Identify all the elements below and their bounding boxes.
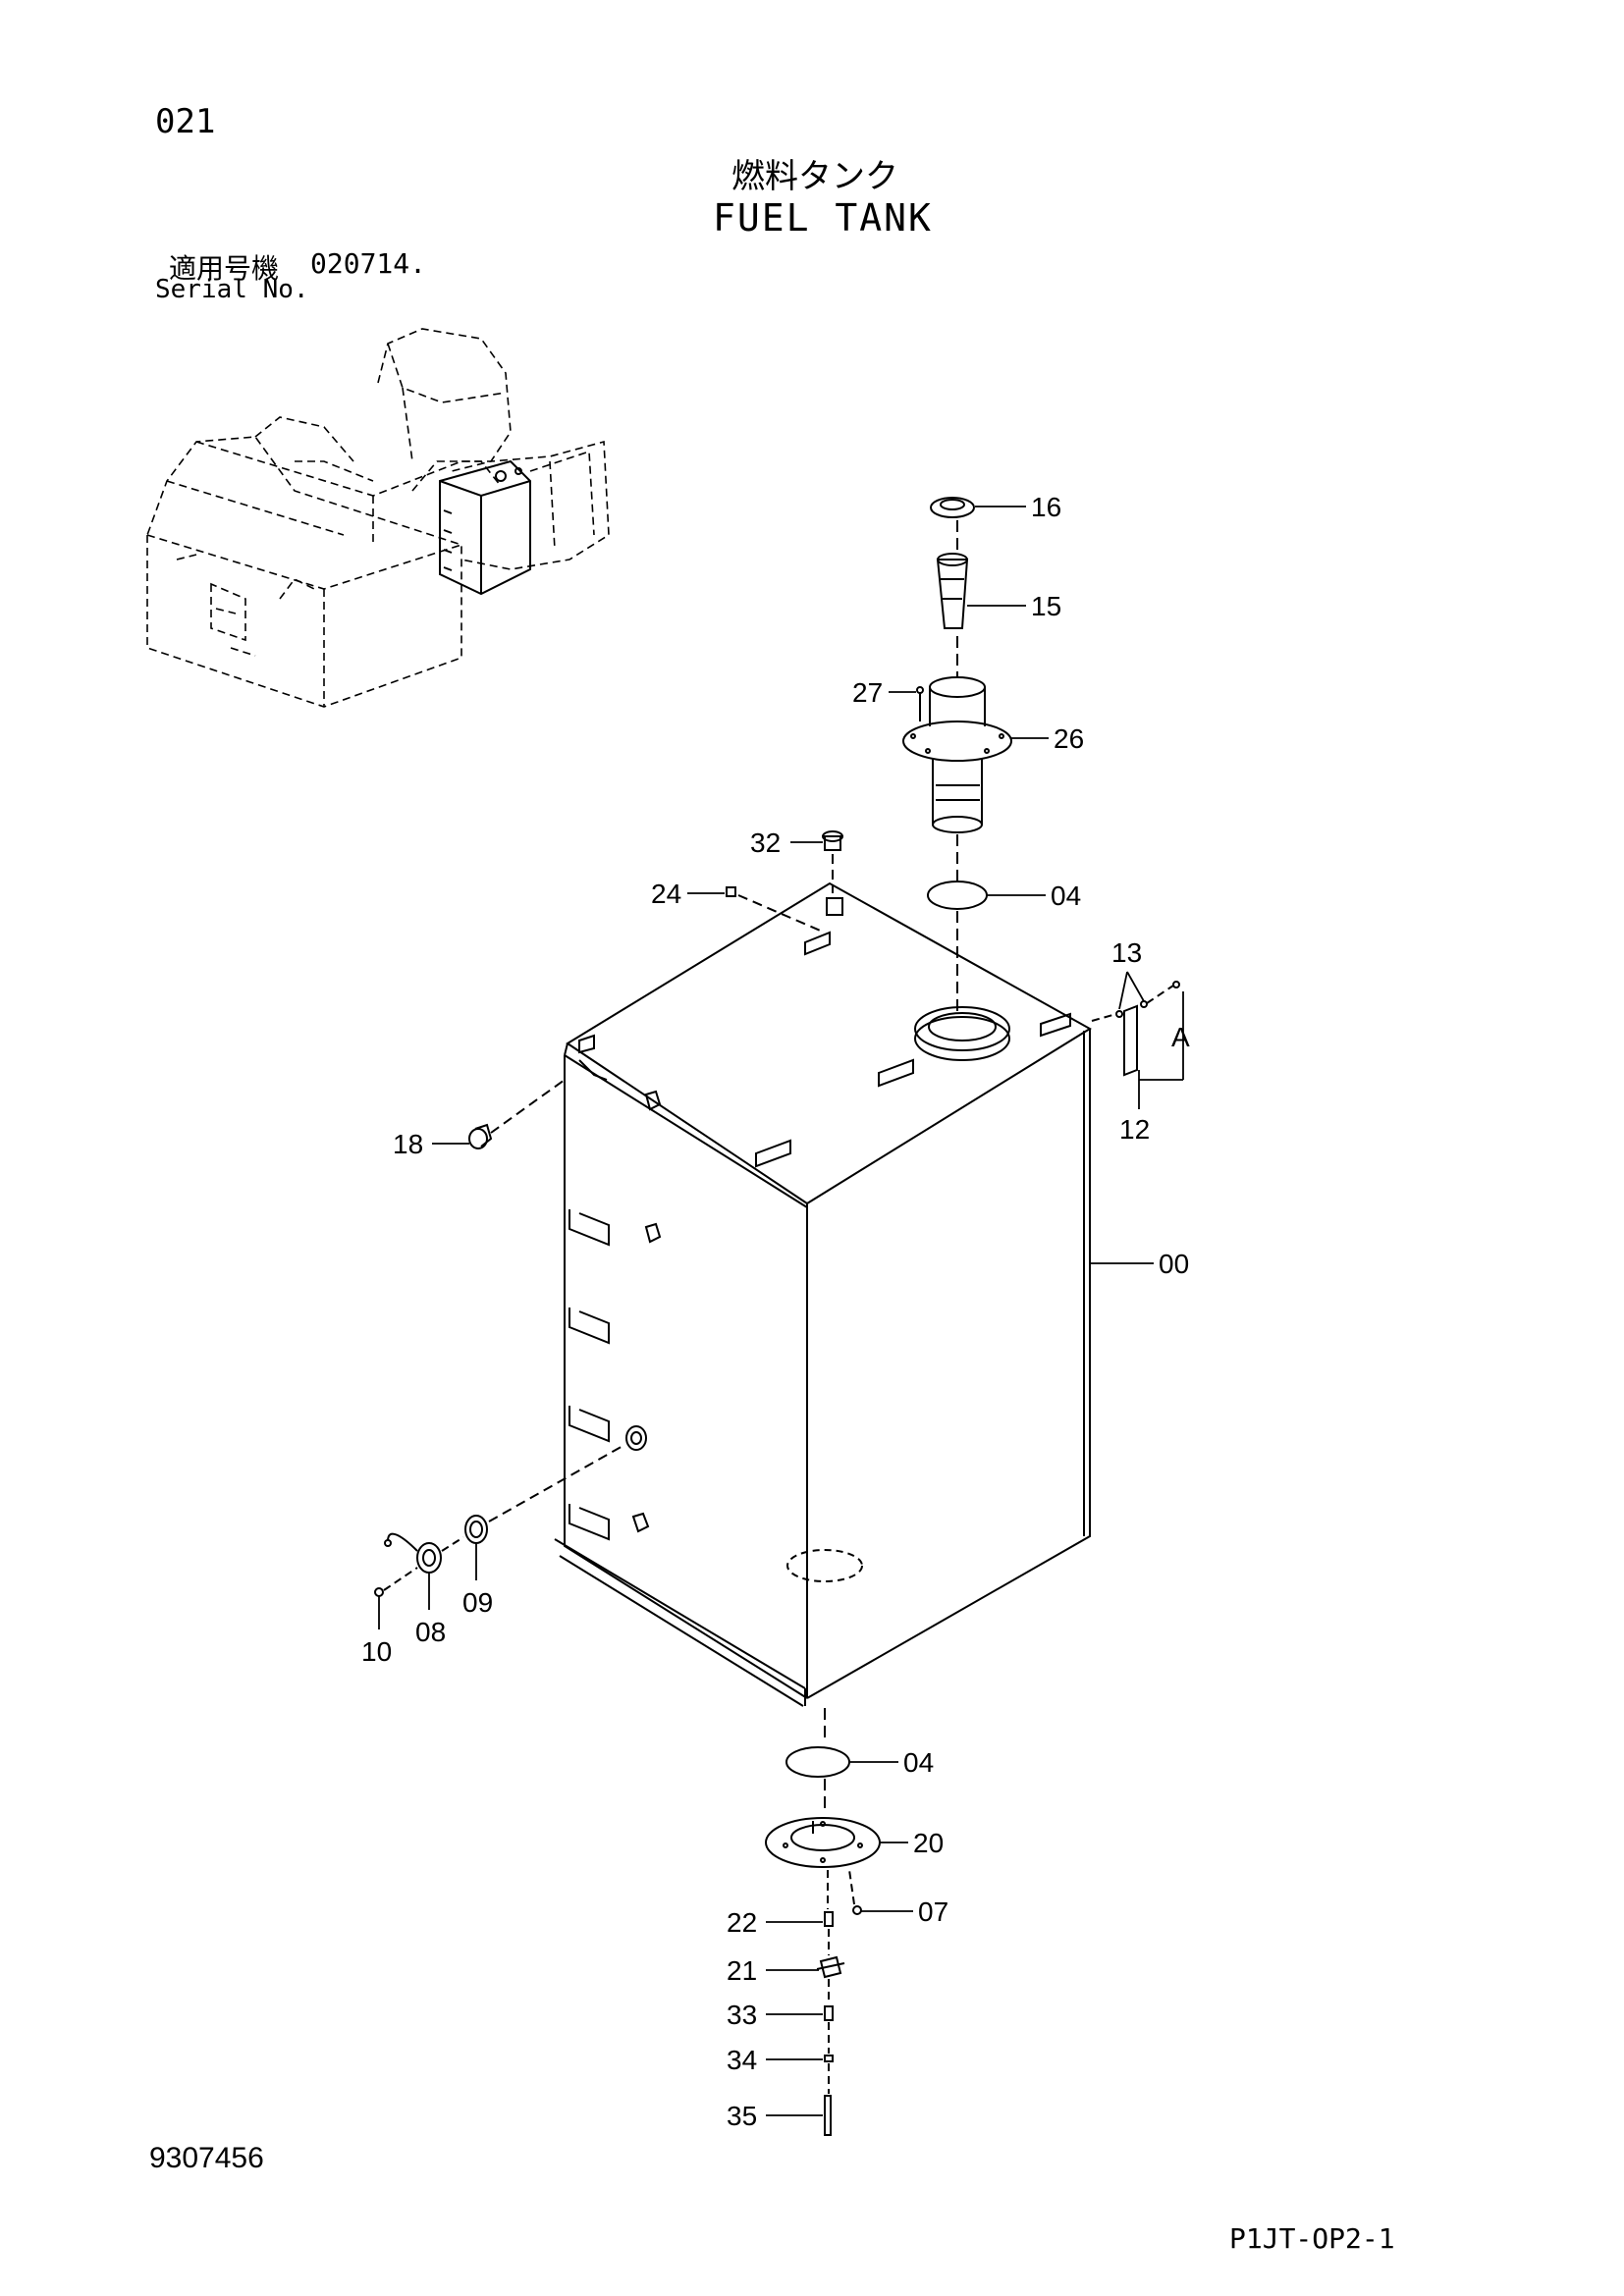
serial-label-en: Serial No. [155, 275, 309, 304]
callout-26: 26 [1054, 723, 1084, 754]
page-number: 021 [155, 102, 216, 141]
callout-18: 18 [393, 1129, 423, 1159]
small-parts [468, 830, 1180, 1149]
filler-assembly [902, 497, 1012, 1011]
callout-12: 12 [1119, 1114, 1150, 1145]
callout-15: 15 [1031, 591, 1061, 621]
callout-04-upper: 04 [1051, 881, 1081, 911]
callout-07: 07 [918, 1896, 948, 1927]
callout-32: 32 [750, 828, 781, 858]
callout-20: 20 [913, 1828, 944, 1858]
callout-16: 16 [1031, 492, 1061, 522]
callout-a: A [1171, 1022, 1190, 1052]
callout-00: 00 [1159, 1249, 1189, 1279]
callout-22: 22 [727, 1907, 757, 1938]
title-japanese: 燃料タンク [731, 157, 898, 196]
callout-08: 08 [415, 1617, 446, 1647]
serial-label-jp: 適用号機 [169, 252, 280, 285]
callout-35: 35 [727, 2101, 757, 2131]
callout-27: 27 [852, 677, 883, 708]
sheet-id: P1JT-OP2-1 [1229, 2222, 1395, 2255]
callout-04-lower: 04 [903, 1747, 934, 1778]
callout-21: 21 [727, 1955, 757, 1986]
callout-09: 09 [462, 1587, 493, 1618]
serial-value: 020714. [310, 247, 427, 280]
leader-lines [378, 506, 1184, 2116]
machine-locator-illustration [146, 328, 610, 708]
callout-10: 10 [361, 1636, 392, 1667]
callout-33: 33 [727, 2000, 757, 2030]
callout-13: 13 [1111, 937, 1142, 968]
callout-24: 24 [651, 879, 681, 909]
document-number: 9307456 [149, 2142, 264, 2174]
title-english: FUEL TANK [713, 196, 933, 240]
fuel-tank-body [554, 881, 1092, 1707]
callout-34: 34 [727, 2045, 757, 2075]
